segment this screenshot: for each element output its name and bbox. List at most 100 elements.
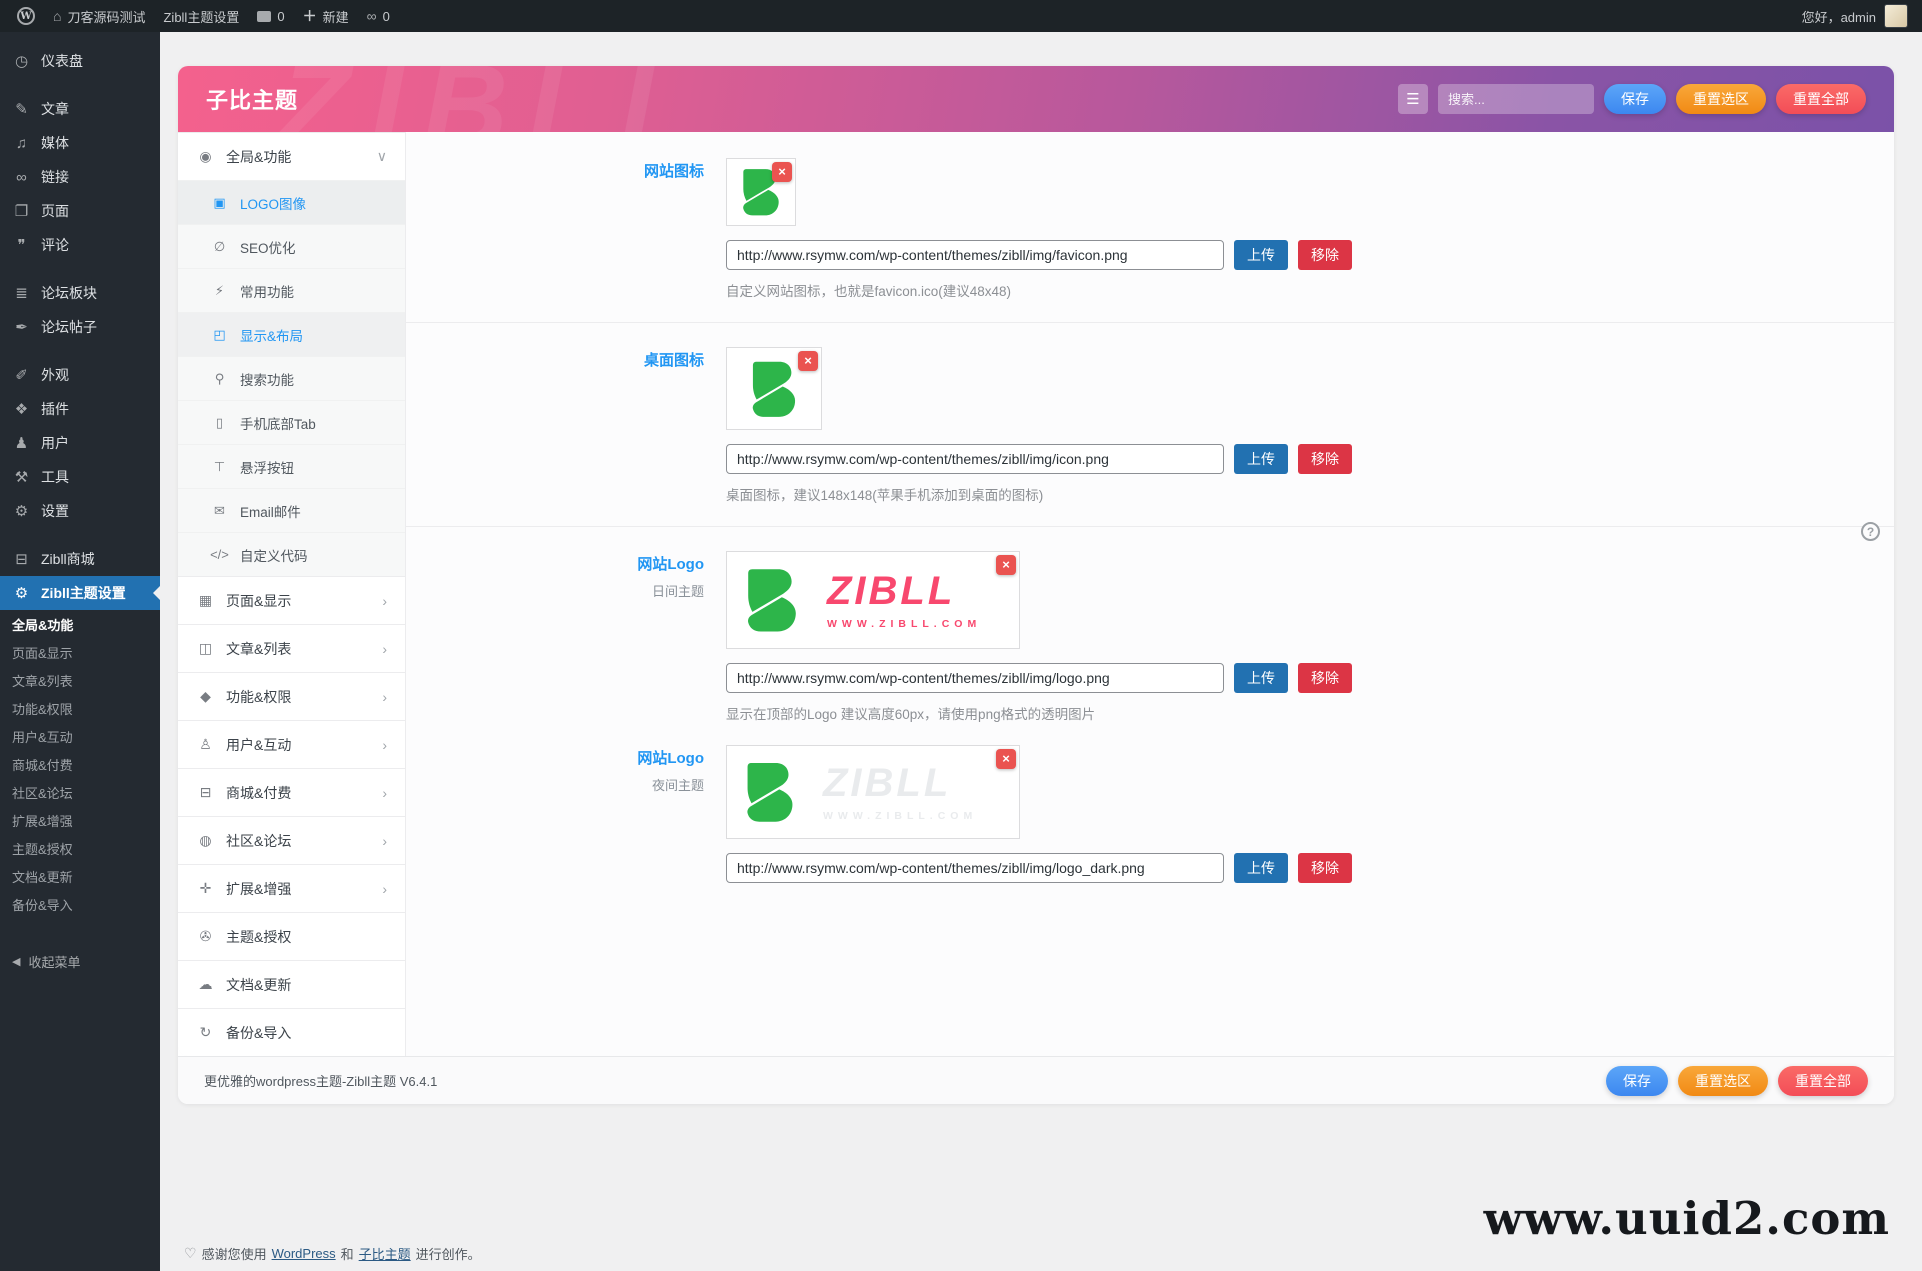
sidebar-item[interactable]: ❞ 评论 [0, 228, 160, 262]
settings-nav-item[interactable]: ↻ 备份&导入 [178, 1008, 405, 1056]
appearance-brush-icon: ✐ [15, 367, 28, 384]
settings-nav-item[interactable]: </> 自定义代码 [178, 532, 405, 576]
settings-nav-label: LOGO图像 [240, 196, 307, 212]
sidebar-submenu-item[interactable]: 文档&更新 [0, 862, 160, 890]
remove-image-button[interactable]: × [772, 162, 792, 182]
settings-nav-item[interactable]: ☁ 文档&更新 [178, 960, 405, 1008]
sidebar-submenu-item[interactable]: 商城&付费 [0, 750, 160, 778]
sidebar-item[interactable]: ❐ 页面 [0, 194, 160, 228]
save-button-footer[interactable]: 保存 [1606, 1065, 1668, 1096]
day-logo-url-input[interactable] [726, 663, 1224, 693]
sidebar-item[interactable]: ∞ 链接 [0, 160, 160, 194]
settings-nav-item[interactable]: ◉ 全局&功能 ∨ [178, 132, 405, 180]
zibll-logo-mark [737, 759, 803, 825]
panel-toolbar: ☰ 保存 重置选区 重置全部 [1398, 84, 1866, 114]
zibll-theme-link[interactable]: 子比主题 [358, 1247, 411, 1262]
search-feature-icon: ⚲ [214, 370, 225, 386]
sidebar-item[interactable]: ⚒ 工具 [0, 460, 160, 494]
save-button[interactable]: 保存 [1604, 84, 1666, 114]
sidebar-item[interactable]: ≣ 论坛板块 [0, 276, 160, 310]
settings-nav-item[interactable]: ◍ 社区&论坛 › [178, 816, 405, 864]
email-icon: ✉ [214, 502, 225, 518]
setting-label: 网站Logo [637, 556, 704, 573]
settings-nav-item[interactable]: ⊤ 悬浮按钮 [178, 444, 405, 488]
sidebar-submenu-item[interactable]: 功能&权限 [0, 694, 160, 722]
settings-nav-item[interactable]: ◆ 功能&权限 › [178, 672, 405, 720]
settings-nav-item[interactable]: ♙ 用户&互动 › [178, 720, 405, 768]
remove-image-button[interactable]: × [996, 555, 1016, 575]
sidebar-item[interactable]: ⚙ Zibll主题设置 [0, 576, 160, 610]
sidebar-item[interactable]: ✎ 文章 [0, 92, 160, 126]
sidebar-submenu-item[interactable]: 备份&导入 [0, 890, 160, 918]
upload-button[interactable]: 上传 [1234, 663, 1288, 693]
theme-settings-menu[interactable]: Zibll主题设置 [163, 9, 240, 25]
sidebar-item[interactable]: ◷ 仪表盘 [0, 44, 160, 78]
wordpress-logo-menu[interactable]: W [8, 0, 44, 32]
sidebar-submenu-label: 商城&付费 [12, 757, 73, 773]
sidebar-item[interactable]: ⊟ Zibll商城 [0, 542, 160, 576]
settings-nav-item[interactable]: ⊟ 商城&付费 › [178, 768, 405, 816]
sidebar-item[interactable]: ♟ 用户 [0, 426, 160, 460]
settings-nav-item[interactable]: ▯ 手机底部Tab [178, 400, 405, 444]
settings-nav-item[interactable]: ⚡ 常用功能 [178, 268, 405, 312]
wordpress-link[interactable]: WordPress [271, 1246, 336, 1261]
sidebar-submenu-item[interactable]: 用户&互动 [0, 722, 160, 750]
remove-button[interactable]: 移除 [1298, 240, 1352, 270]
settings-nav-item[interactable]: ✉ Email邮件 [178, 488, 405, 532]
remove-button[interactable]: 移除 [1298, 444, 1352, 474]
links-count-menu[interactable]: ∞ 0 [358, 0, 399, 32]
remove-image-button[interactable]: × [798, 351, 818, 371]
favicon-url-input[interactable] [726, 240, 1224, 270]
search-input[interactable] [1438, 84, 1594, 114]
howdy-text[interactable]: 您好，admin [1801, 9, 1876, 25]
cart-icon: ⊟ [15, 551, 28, 568]
reset-section-button[interactable]: 重置选区 [1676, 84, 1766, 114]
sidebar-submenu-item[interactable]: 全局&功能 [0, 610, 160, 638]
menu-list-icon[interactable]: ☰ [1398, 84, 1428, 114]
links-chain-icon: ∞ [16, 168, 27, 186]
reset-section-button-footer[interactable]: 重置选区 [1678, 1065, 1768, 1096]
sidebar-item-label: 链接 [41, 169, 69, 185]
sidebar-submenu-item[interactable]: 页面&显示 [0, 638, 160, 666]
remove-button[interactable]: 移除 [1298, 853, 1352, 883]
avatar[interactable] [1884, 4, 1908, 28]
zibll-logo-mark [737, 565, 807, 635]
sidebar-submenu-item[interactable]: 扩展&增强 [0, 806, 160, 834]
settings-nav-item[interactable]: ✇ 主题&授权 [178, 912, 405, 960]
heart-icon: ♡ [184, 1245, 197, 1261]
sidebar-submenu-item[interactable]: 社区&论坛 [0, 778, 160, 806]
help-icon[interactable]: ? [1861, 522, 1880, 541]
settings-nav-item[interactable]: ✛ 扩展&增强 › [178, 864, 405, 912]
sidebar-item[interactable]: ✐ 外观 [0, 358, 160, 392]
sidebar-item[interactable]: ⚙ 设置 [0, 494, 160, 528]
settings-nav-item[interactable]: ▣ LOGO图像 [178, 180, 405, 224]
remove-button[interactable]: 移除 [1298, 663, 1352, 693]
sidebar-submenu-item[interactable]: 主题&授权 [0, 834, 160, 862]
desktop-icon-url-input[interactable] [726, 444, 1224, 474]
sidebar-item-label: 用户 [41, 435, 69, 451]
reset-all-button-footer[interactable]: 重置全部 [1778, 1065, 1868, 1096]
sidebar-submenu-label: 主题&授权 [12, 841, 73, 857]
site-name-menu[interactable]: ⌂ 刀客源码测试 [44, 0, 154, 32]
night-logo-url-input[interactable] [726, 853, 1224, 883]
sidebar-submenu-label: 用户&互动 [12, 729, 73, 745]
reset-all-button[interactable]: 重置全部 [1776, 84, 1866, 114]
upload-button[interactable]: 上传 [1234, 240, 1288, 270]
comments-menu[interactable]: 0 [248, 0, 293, 32]
settings-nav-item[interactable]: ◰ 显示&布局 [178, 312, 405, 356]
upload-button[interactable]: 上传 [1234, 853, 1288, 883]
sidebar-item[interactable]: ♫ 媒体 [0, 126, 160, 160]
sidebar-item[interactable]: ❖ 插件 [0, 392, 160, 426]
settings-nav-item[interactable]: ⚲ 搜索功能 [178, 356, 405, 400]
remove-image-button[interactable]: × [996, 749, 1016, 769]
setting-hint: 显示在顶部的Logo 建议高度60px，请使用png格式的透明图片 [726, 707, 1096, 722]
settings-nav-item[interactable]: ∅ SEO优化 [178, 224, 405, 268]
settings-nav-item[interactable]: ▦ 页面&显示 › [178, 576, 405, 624]
settings-nav-item[interactable]: ◫ 文章&列表 › [178, 624, 405, 672]
collapse-menu-button[interactable]: ◀ 收起菜单 [12, 954, 81, 970]
upload-button[interactable]: 上传 [1234, 444, 1288, 474]
new-content-menu[interactable]: ＋ 新建 [302, 8, 349, 25]
sidebar-item[interactable]: ✒ 论坛帖子 [0, 310, 160, 344]
sidebar-submenu-item[interactable]: 文章&列表 [0, 666, 160, 694]
